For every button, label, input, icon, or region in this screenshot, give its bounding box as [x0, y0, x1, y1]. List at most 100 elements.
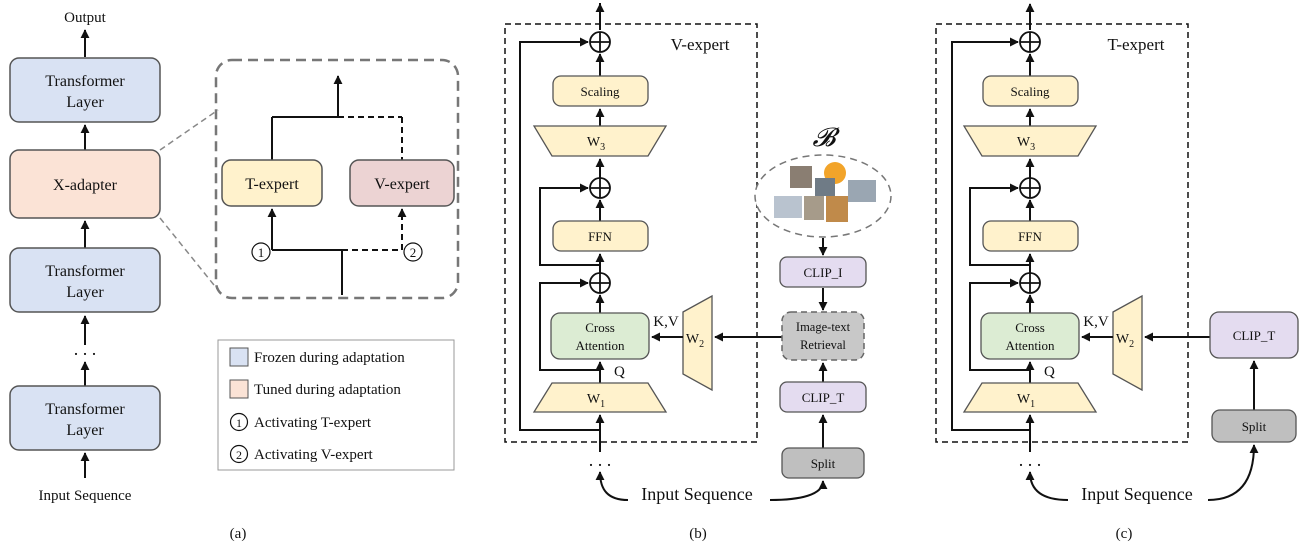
b-input-curve-left: [595, 471, 629, 501]
caption-b: (b): [689, 526, 707, 542]
t-expert-box: T-expert: [221, 159, 323, 207]
b-split-label: Split: [811, 456, 836, 471]
legend-circle-1: [229, 412, 249, 432]
b-outer-residual: [519, 37, 600, 431]
clip-i-label: CLIP_I: [804, 265, 843, 280]
bank-image-6: [826, 196, 848, 222]
legend-num-2: 2: [236, 448, 242, 462]
v-expert-dashed-box: [504, 23, 758, 443]
c-ellipsis: . . .: [1019, 450, 1042, 470]
b-w3-label: W: [587, 135, 601, 150]
transformer-layer-top: Transformer Layer: [9, 57, 161, 123]
b-ffn-label: FFN: [588, 229, 612, 244]
c-attention-label: Attention: [1005, 338, 1055, 353]
memory-bank-ellipse: [754, 154, 892, 238]
svg-text:W3: W3: [1017, 135, 1035, 153]
b-cross-label: Cross: [585, 320, 615, 335]
transformer-layer-mid: Transformer Layer: [9, 247, 161, 313]
input-sequence-label: Input Sequence: [39, 488, 132, 504]
bank-image-3: [848, 180, 876, 202]
b-scaling-box: Scaling: [552, 75, 649, 107]
c-ffn-label: FFN: [1018, 229, 1042, 244]
image-text-retrieval-box: Image-text Retrieval: [781, 311, 865, 361]
c-split-label: Split: [1242, 419, 1267, 434]
b-ellipsis: . . .: [589, 450, 612, 470]
legend-num-1: 1: [236, 416, 242, 430]
circle-2-marker: 2: [403, 242, 423, 262]
b-q-label: Q: [614, 364, 625, 380]
ellipsis: . . .: [74, 339, 97, 359]
svg-text:2: 2: [410, 245, 417, 260]
b-add-low: [589, 272, 611, 294]
x-adapter-label: X-adapter: [53, 177, 118, 194]
circle-1-marker: 1: [251, 242, 271, 262]
b-clip-t-label: CLIP_T: [802, 390, 845, 405]
svg-text:W3: W3: [587, 135, 605, 153]
b-attn-residual: [539, 278, 600, 371]
c-kv-label: K,V: [1083, 314, 1109, 330]
bank-image-1: [790, 166, 812, 188]
c-w1-sub: 1: [1030, 399, 1035, 410]
legend: Frozen during adaptation Tuned during ad…: [217, 339, 455, 471]
c-ffn-box: FFN: [982, 220, 1079, 252]
svg-text:W1: W1: [1017, 392, 1035, 410]
b-ffn-box: FFN: [552, 220, 649, 252]
zoom-line-bottom: [159, 217, 219, 291]
c-scaling-box: Scaling: [982, 75, 1079, 107]
legend-frozen-swatch: [229, 347, 249, 367]
b-clip-t-box: CLIP_T: [779, 381, 867, 413]
v-expert-label: V-expert: [374, 176, 430, 193]
c-w2-sub: 2: [1129, 339, 1134, 350]
b-w3-sub: 3: [600, 142, 605, 153]
retrieval-label-1: Image-text: [796, 320, 851, 334]
b-w1-label: W: [587, 392, 601, 407]
caption-c: (c): [1116, 526, 1133, 542]
legend-activating-t: Activating T-expert: [254, 415, 372, 431]
b-input-sequence-label: Input Sequence: [641, 484, 752, 504]
c-w3-sub: 3: [1030, 142, 1035, 153]
c-cross-attention-box: Cross Attention: [980, 312, 1080, 360]
c-w2-trapezoid: W2: [1112, 294, 1143, 392]
transformer-label: Transformer: [45, 401, 125, 418]
panel-b: V-expert Scaling W3 FFN: [504, 3, 892, 542]
x-adapter-box: X-adapter: [9, 149, 161, 219]
c-ffn-residual: [969, 183, 1030, 266]
c-split-box: Split: [1211, 409, 1297, 443]
b-w2-trapezoid: W2: [682, 294, 713, 392]
zoom-line-top: [159, 109, 219, 151]
legend-frozen-label: Frozen during adaptation: [254, 350, 405, 366]
clip-i-box: CLIP_I: [779, 256, 867, 288]
c-input-curve-right: [1207, 444, 1259, 501]
legend-circle-2: [229, 444, 249, 464]
b-add-top: [589, 31, 611, 53]
b-add-mid: [589, 177, 611, 199]
retrieval-label-2: Retrieval: [800, 338, 846, 352]
b-split-box: Split: [781, 447, 865, 479]
bank-image-5: [804, 196, 824, 220]
c-input-sequence-label: Input Sequence: [1081, 484, 1192, 504]
caption-a: (a): [230, 526, 247, 542]
b-w1-trapezoid: W1: [532, 382, 668, 413]
b-input-curve-right: [769, 480, 828, 501]
t-expert-title: T-expert: [1108, 35, 1165, 54]
legend-tuned-label: Tuned during adaptation: [254, 382, 401, 398]
c-w2-label: W: [1116, 332, 1130, 347]
b-w2-label: W: [686, 332, 700, 347]
c-q-label: Q: [1044, 364, 1055, 380]
b-kv-label: K,V: [653, 314, 679, 330]
c-w1-trapezoid: W1: [962, 382, 1098, 413]
c-attn-residual: [969, 278, 1030, 371]
layer-label: Layer: [66, 94, 104, 111]
bank-image-7: [815, 178, 835, 196]
v-expert-title: V-expert: [671, 35, 730, 54]
b-memory-bank-symbol: 𝓑: [813, 123, 841, 152]
x-adapter-detail-box: [214, 58, 460, 300]
layer-label: Layer: [66, 284, 104, 301]
v-expert-box: V-expert: [349, 159, 455, 207]
panel-c: T-expert Scaling W3 FFN: [935, 3, 1299, 542]
b-scaling-label: Scaling: [581, 84, 620, 99]
c-add-mid: [1019, 177, 1041, 199]
b-attention-label: Attention: [575, 338, 625, 353]
output-label: Output: [64, 10, 107, 26]
